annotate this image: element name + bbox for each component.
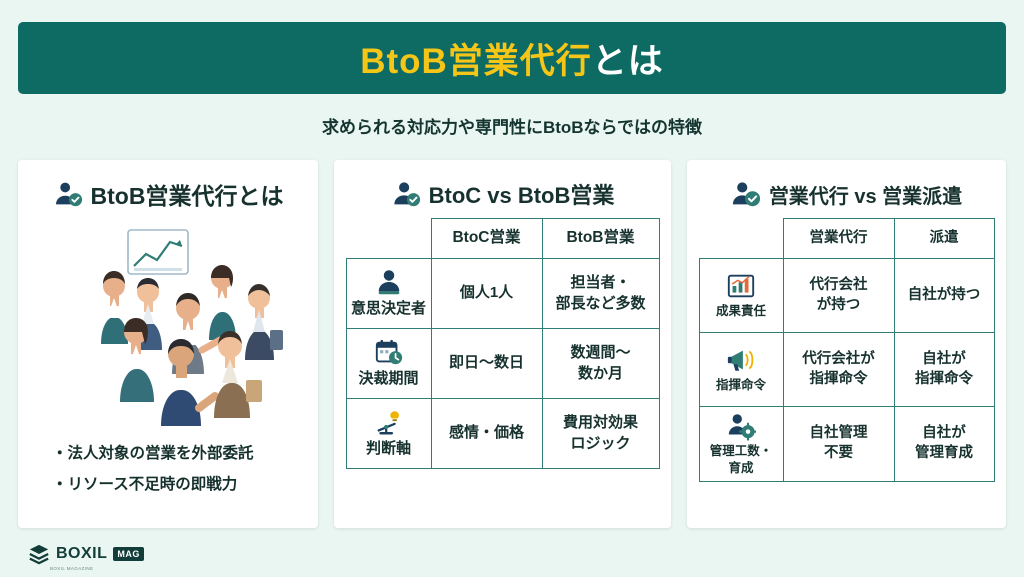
table-row: 意思決定者 個人1人 担当者・ 部長など多数 bbox=[345, 258, 660, 329]
row-label: 意思決定者 bbox=[350, 300, 426, 318]
panel-1-bullet-1: ・リソース不足時の即戦力 bbox=[52, 476, 238, 493]
table-corner-cell bbox=[346, 219, 431, 259]
cell-btob: 費用対効果 ロジック bbox=[541, 398, 660, 469]
footer-logo: BOXIL MAG bbox=[28, 543, 144, 565]
cell-haken: 自社が 指揮命令 bbox=[893, 332, 995, 407]
table-corner-cell bbox=[699, 219, 783, 259]
panel-3-header: 営業代行 vs 営業派遣 bbox=[687, 160, 1006, 212]
row-header-result-responsibility: 成果責任 bbox=[698, 258, 784, 333]
row-header-decision-maker: 意思決定者 bbox=[345, 258, 432, 329]
cell-btoc: 感情・価格 bbox=[430, 398, 543, 469]
page-title-highlight: BtoB営業代行 bbox=[360, 41, 592, 81]
col-header-daiko: 営業代行 bbox=[782, 218, 895, 259]
footer-logo-text: BOXIL bbox=[56, 545, 108, 562]
row-label: 指揮命令 bbox=[715, 378, 766, 393]
page-subtitle: 求められる対応力や専門性にBtoBならではの特徴 bbox=[321, 118, 703, 137]
panel-1-header: BtoB営業代行とは bbox=[18, 160, 318, 212]
table-row: 管理工数・ 育成 自社管理 不要 自社が 管理育成 bbox=[698, 406, 995, 482]
cell-daiko: 代行会社が 指揮命令 bbox=[782, 332, 895, 407]
bar-chart-icon bbox=[727, 274, 755, 298]
row-label: 管理工数・ 育成 bbox=[709, 444, 773, 475]
decision-maker-icon bbox=[378, 270, 399, 295]
panel-daiko-vs-haken: 営業代行 vs 営業派遣 営業代行 派遣 bbox=[687, 160, 1006, 528]
table-daiko-vs-haken: 営業代行 派遣 成果責任 代行会社 が持つ bbox=[698, 218, 995, 482]
footer-logo-subtext: BOXIL MAGAZINE bbox=[50, 566, 94, 571]
row-header-command: 指揮命令 bbox=[698, 332, 784, 407]
person-badge-icon bbox=[55, 182, 82, 207]
cell-haken: 自社が持つ bbox=[893, 258, 995, 333]
cell-daiko: 代行会社 が持つ bbox=[782, 258, 895, 333]
panel-btoc-vs-btob: BtoC vs BtoB営業 BtoC営業 BtoB営業 bbox=[334, 160, 671, 528]
title-bar: BtoB営業代行とは bbox=[18, 22, 1006, 94]
person-badge-icon bbox=[393, 182, 420, 207]
panel-1-bullets: ・法人対象の営業を外部委託 ・リソース不足時の即戦力 bbox=[18, 434, 318, 500]
panel-2-title: BtoC vs BtoB営業 bbox=[428, 183, 615, 208]
table-header-row: BtoC営業 BtoB営業 bbox=[346, 218, 660, 259]
panel-btob-overview: BtoB営業代行とは bbox=[18, 160, 318, 528]
cell-btoc: 即日〜数日 bbox=[430, 328, 543, 399]
row-label: 決裁期間 bbox=[358, 370, 419, 388]
table-row: 指揮命令 代行会社が 指揮命令 自社が 指揮命令 bbox=[698, 332, 995, 407]
table-btoc-vs-btob: BtoC営業 BtoB営業 意思決定者 個人1人 担当者・ 部長など多数 bbox=[345, 218, 660, 469]
table-row: 決裁期間 即日〜数日 数週間〜 数か月 bbox=[345, 328, 660, 399]
balance-scale-idea-icon bbox=[377, 411, 399, 435]
table-header-row: 営業代行 派遣 bbox=[699, 218, 995, 259]
table-row: 成果責任 代行会社 が持つ 自社が持つ bbox=[698, 258, 995, 333]
cell-daiko: 自社管理 不要 bbox=[782, 406, 895, 482]
row-header-decision-period: 決裁期間 bbox=[345, 328, 432, 399]
panel-1-bullet-0: ・法人対象の営業を外部委託 bbox=[52, 445, 254, 462]
person-gear-icon bbox=[728, 414, 756, 441]
page-title-rest: とは bbox=[591, 41, 664, 81]
boxil-logo-icon bbox=[29, 544, 49, 565]
cell-haken: 自社が 管理育成 bbox=[893, 406, 995, 482]
footer-logo-badge: MAG bbox=[113, 547, 144, 561]
row-label: 成果責任 bbox=[715, 304, 766, 319]
calendar-clock-icon bbox=[375, 340, 402, 365]
page-title: BtoB営業代行とは bbox=[360, 33, 664, 84]
panel-3-title: 営業代行 vs 営業派遣 bbox=[768, 185, 963, 208]
row-header-judgement-axis: 判断軸 bbox=[345, 398, 432, 469]
megaphone-icon bbox=[727, 350, 754, 371]
row-label: 判断軸 bbox=[365, 440, 411, 458]
col-header-haken: 派遣 bbox=[893, 218, 995, 259]
row-header-management-effort: 管理工数・ 育成 bbox=[698, 406, 784, 482]
person-check-icon bbox=[732, 182, 760, 207]
col-header-btoc: BtoC営業 bbox=[430, 218, 543, 259]
panel-1-title: BtoB営業代行とは bbox=[90, 183, 284, 209]
col-header-btob: BtoB営業 bbox=[541, 218, 660, 259]
cell-btoc: 個人1人 bbox=[430, 258, 543, 329]
cell-btob: 数週間〜 数か月 bbox=[541, 328, 660, 399]
panel-2-header: BtoC vs BtoB営業 bbox=[334, 160, 671, 212]
table-row: 判断軸 感情・価格 費用対効果 ロジック bbox=[345, 398, 660, 469]
cell-btob: 担当者・ 部長など多数 bbox=[541, 258, 660, 329]
business-team-meeting-illustration bbox=[18, 212, 318, 434]
